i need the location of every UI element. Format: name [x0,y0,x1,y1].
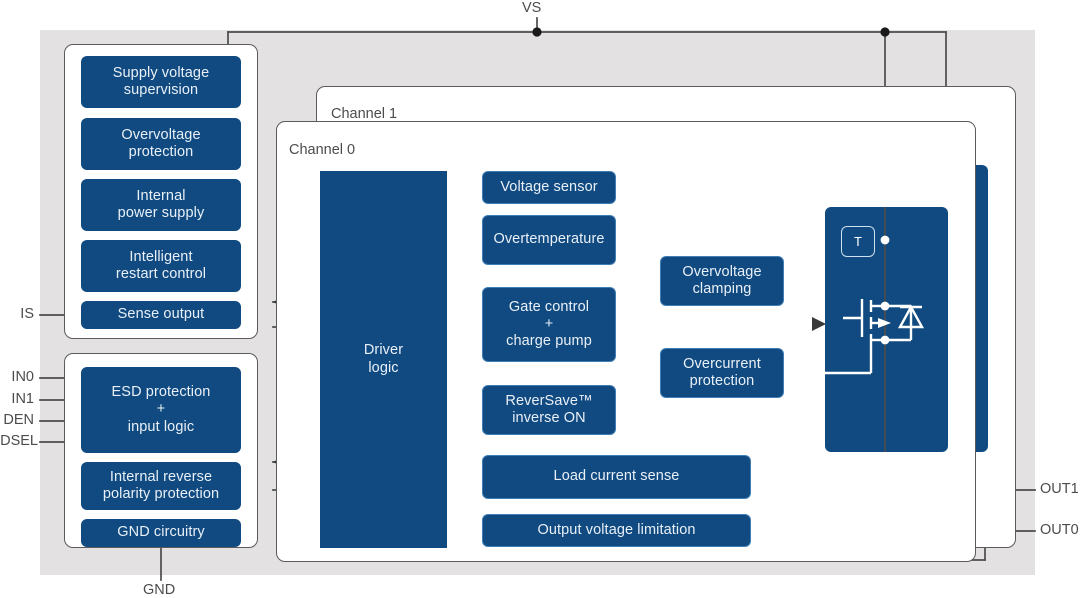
temperature-sensor-icon: T [841,226,875,257]
label-line: Overcurrent [683,355,761,372]
channel-0-label: Channel 0 [289,142,356,158]
power-stage-nodes [880,235,890,345]
pin-label-out0: OUT0 [1040,522,1079,538]
pin-label-den: DEN [3,412,34,428]
mosfet-symbol [825,207,925,452]
label-line: Internal reverse [109,468,213,485]
block-power-stage[interactable] [825,207,948,452]
block-voltage-sensor[interactable]: Voltage sensor [482,171,616,204]
pin-label-out1: OUT1 [1040,481,1079,497]
block-gnd-circuitry[interactable]: GND circuitry [81,519,241,547]
label-line: input logic [127,418,195,435]
label-line: protection [689,373,755,389]
label-line: polarity protection [102,486,220,502]
block-gate-control-charge-pump[interactable]: Gate control+charge pump [482,287,616,362]
pin-label-in0: IN0 [11,369,34,385]
label-line: + [156,401,166,418]
label-line: Load current sense [553,468,680,485]
label-line: Overtemperature [493,231,605,248]
label-line: restart control [115,266,207,282]
pin-label-vs: VS [522,0,542,16]
pin-label-dsel: DSEL [0,433,38,449]
block-overtemperature[interactable]: Overtemperature [482,215,616,265]
label-line: ESD protection [111,384,211,401]
label-line: charge pump [506,333,592,350]
junction-vs [532,27,542,37]
block-output-voltage-limitation[interactable]: Output voltage limitation [482,514,751,547]
block-sense-output[interactable]: Sense output [81,301,241,329]
channel-1-label: Channel 1 [331,106,398,122]
label-line: Overvoltage [682,263,762,280]
label-line: logic [368,359,399,376]
label-line: supervision [123,82,199,98]
label-line: protection [128,144,194,160]
pin-label-in1: IN1 [11,391,34,407]
pin-label-is: IS [20,306,34,322]
label-line: Internal [136,187,186,204]
block-load-current-sense[interactable]: Load current sense [482,455,751,499]
label-line: GND circuitry [117,524,205,541]
temperature-sensor-label: T [854,234,862,249]
label-line: Intelligent [129,248,193,265]
label-line: + [544,315,554,332]
label-line: ReverSave™ [505,392,593,409]
junction-vs-drain [880,27,890,37]
pin-label-gnd: GND [143,582,176,598]
label-line: Driver [363,342,404,359]
label-line: power supply [117,205,205,221]
label-line: Supply voltage [112,64,210,81]
label-line: inverse ON [512,410,586,426]
gate-input-arrow [812,317,826,331]
label-line: Sense output [117,306,205,323]
label-line: Overvoltage [121,126,201,143]
block-esd-protection-input-logic[interactable]: ESD protection+input logic [81,367,241,453]
label-line: Output voltage limitation [537,521,696,538]
label-line: Gate control [508,298,590,315]
label-line: Voltage sensor [500,178,598,195]
label-line: clamping [692,281,752,297]
